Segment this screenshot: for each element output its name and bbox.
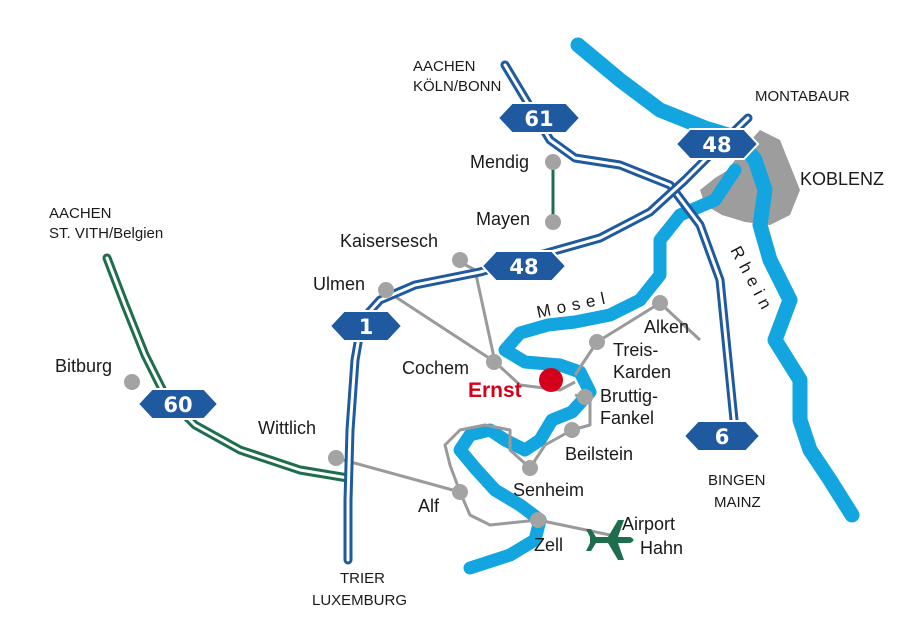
a60-shield: 60 (136, 388, 220, 420)
town-cochem: Cochem (402, 358, 469, 378)
a1-number: 1 (359, 315, 374, 339)
dest-koeln-bonn: KÖLN/BONN (413, 77, 501, 95)
bitburg-dot (124, 374, 140, 390)
dest-trier: TRIER (340, 570, 385, 587)
town-beilstein: Beilstein (565, 444, 633, 464)
town-kaisersesch: Kaisersesch (340, 231, 438, 251)
a48-north-shield: 48 (674, 128, 760, 160)
a48-south-number: 48 (509, 255, 538, 279)
a6-shield: 6 (682, 420, 762, 452)
town-mendig: Mendig (470, 152, 529, 172)
a48-north-number: 48 (702, 133, 731, 157)
town-bitburg: Bitburg (55, 356, 112, 376)
a61-number: 61 (524, 107, 553, 131)
town-karden: Karden (613, 362, 671, 382)
mendig-dot (545, 154, 561, 170)
alf-dot (452, 484, 468, 500)
dest-luxemburg: LUXEMBURG (312, 592, 407, 609)
town-ulmen: Ulmen (313, 274, 365, 294)
a48-south-shield: 48 (480, 250, 568, 282)
mayen-dot (545, 214, 561, 230)
airplane-icon (586, 520, 634, 560)
senheim-dot (522, 460, 538, 476)
town-alken: Alken (644, 317, 689, 337)
town-wittlich: Wittlich (258, 418, 316, 438)
a1-shield: 1 (328, 310, 404, 342)
town-ernst: Ernst (468, 379, 522, 402)
dest-mainz: MAINZ (714, 494, 761, 511)
bruttig-fankel-dot (577, 389, 593, 405)
dest-aachen-west: AACHEN (49, 205, 112, 222)
wittlich-dot (328, 450, 344, 466)
treis-karden-dot (589, 334, 605, 350)
cochem-dot (486, 354, 502, 370)
town-senheim: Senheim (513, 480, 584, 500)
kaisersesch-dot (452, 252, 468, 268)
a60-autobahn (102, 253, 353, 483)
a61-shield: 61 (496, 102, 582, 134)
dest-montabaur: MONTABAUR (755, 88, 850, 105)
zell-dot (530, 512, 546, 528)
town-alf: Alf (418, 496, 440, 516)
rhein-river (570, 37, 860, 523)
blue-autobahns (343, 60, 753, 565)
town-dots (124, 154, 668, 528)
ulmen-dot (378, 282, 394, 298)
airport-label-line1: Airport (622, 514, 675, 534)
airport-label-line2: Hahn (640, 538, 683, 558)
town-treis: Treis- (613, 340, 658, 360)
ernst-marker (539, 368, 563, 392)
dest-st-vith: ST. VITH/Belgien (49, 225, 163, 242)
town-mayen: Mayen (476, 209, 530, 229)
town-koblenz: KOBLENZ (800, 169, 884, 189)
alken-dot (652, 295, 668, 311)
beilstein-dot (564, 422, 580, 438)
dest-bingen: BINGEN (708, 472, 766, 489)
town-zell: Zell (534, 535, 563, 555)
a60-number: 60 (163, 393, 192, 417)
town-bruttig: Bruttig- (600, 386, 658, 406)
town-fankel: Fankel (600, 408, 654, 428)
koblenz-city-area (700, 130, 800, 225)
a6-number: 6 (715, 425, 730, 449)
dest-aachen-north: AACHEN (413, 58, 476, 75)
